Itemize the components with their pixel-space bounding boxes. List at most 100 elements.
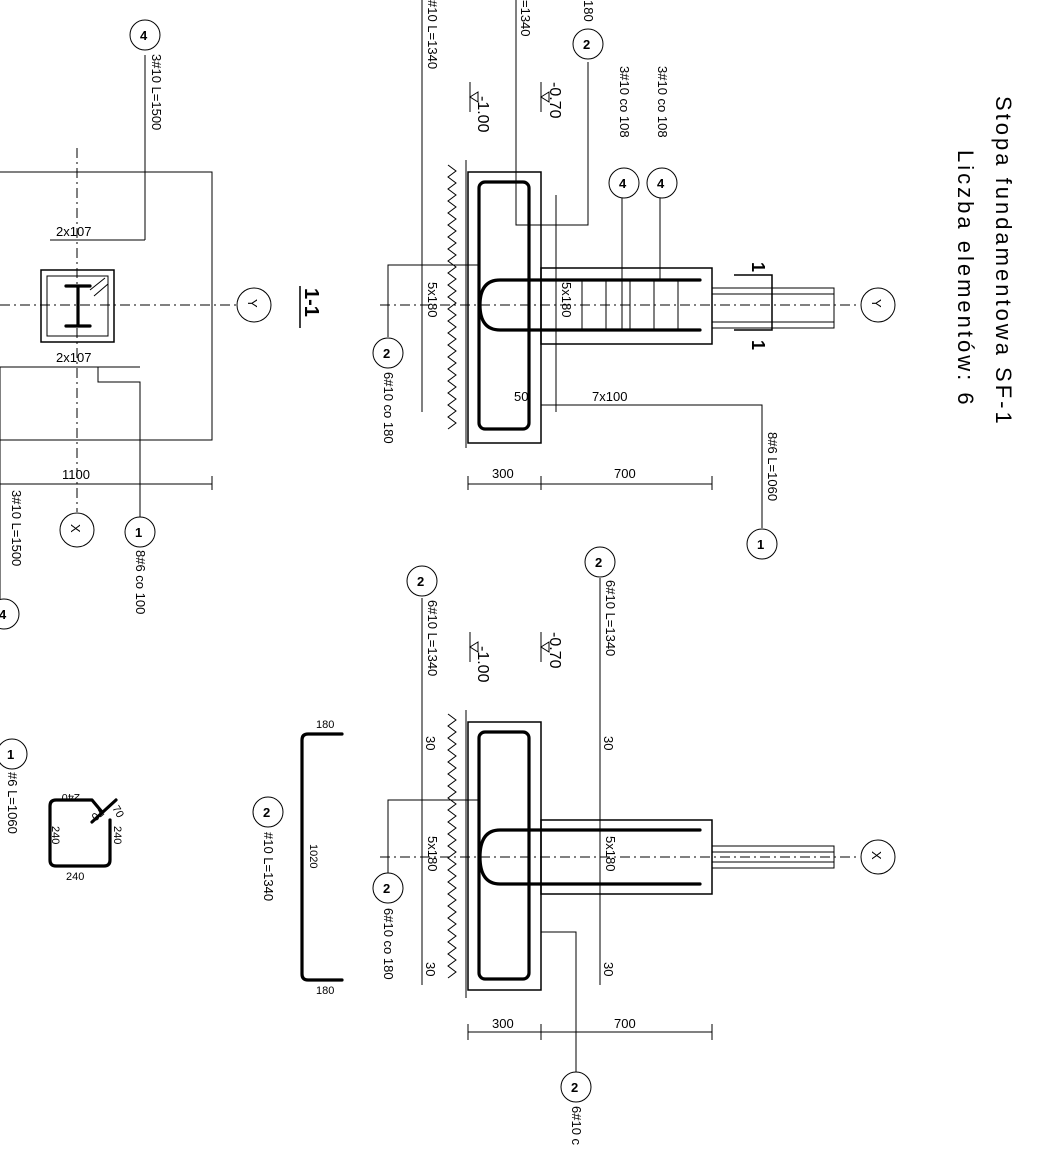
axis-x-bubble: X (59, 512, 95, 548)
leader-bar2d (541, 931, 577, 1072)
dim-30a: 30 (423, 736, 438, 750)
dim-2x107-bot: 2x107 (56, 350, 91, 365)
pedestal-section (540, 267, 713, 345)
bubble-bar1-section: 1 (746, 528, 778, 560)
bar2-bot-number: 2 (383, 346, 390, 361)
title-block: Stopa fundamentowa SF-1 Liczba elementów… (953, 96, 1016, 427)
section-cut-top: 1 (748, 262, 768, 272)
stirrup-dim-right: 240 (111, 826, 123, 844)
bubble-bar2-top: 2 (572, 28, 604, 60)
bar4-top-label: 3#10 L=1500 (149, 54, 164, 130)
steel-column-icon (64, 284, 92, 328)
dim-7x100: 7x100 (592, 389, 627, 404)
dim-50: 50 (514, 389, 528, 404)
bar4-bot-label: 3#10 L=1500 (9, 490, 24, 566)
level-bottom-text-x: -1.00 (474, 646, 491, 683)
bar4a-label: 3#10 co 108 (617, 66, 632, 138)
dim-700-x: 700 (614, 1016, 636, 1031)
pedestal-stirrups (581, 280, 679, 330)
dim-30d: 30 (601, 962, 616, 976)
axis-y-label-section: Y (869, 299, 884, 308)
bar2-top-number: 2 (583, 37, 590, 52)
dim-5x180-left: 5x180 (425, 282, 440, 317)
level-bottom-text: -1.00 (474, 96, 491, 133)
stirrup-dim-bottom: 240 (66, 871, 84, 883)
soil-hatch-x (447, 713, 457, 979)
pedestal-outline (40, 269, 115, 343)
bar4b-number: 4 (657, 176, 665, 191)
top-mid-label: =1340 (518, 0, 533, 37)
bar2c-number: 2 (383, 881, 390, 896)
bar1-plan-number: 1 (135, 525, 142, 540)
bar2d-label: 6#10 c (569, 1106, 584, 1146)
stirrup-hook-dim: 70 (89, 806, 106, 823)
dim-300-x: 300 (492, 1016, 514, 1031)
schedule-bar1-number: 1 (7, 747, 14, 762)
pedestal-inner (46, 275, 109, 337)
bar2a-label: 6#10 L=1340 (425, 600, 440, 676)
bar2c-label: 6#10 co 180 (381, 908, 396, 980)
schedule-bar1-label: #6 L=1060 (5, 772, 20, 834)
stirrup-hook (90, 798, 118, 824)
column-hook (89, 277, 109, 297)
footing-outline (0, 171, 213, 441)
bubble-bar4-bot: 4 (0, 598, 20, 630)
schedule-bar2-label: #10 L=1340 (261, 832, 276, 901)
axis-y-bubble: Y (236, 287, 272, 323)
stirrup-dim-left: 240 (49, 826, 61, 844)
section-label: 1-1 (300, 288, 322, 317)
leader-bar2c (387, 799, 480, 888)
level-marker-top: -0.70 (540, 82, 563, 119)
level-marker-bottom: -1.00 (469, 82, 491, 133)
bar2b-number: 2 (595, 555, 602, 570)
schedule-bar2-number: 2 (263, 805, 270, 820)
level-marker-top-x: -0.70 (540, 632, 563, 669)
bubble-bar4b: 4 (646, 167, 678, 199)
bar2-shape (300, 732, 344, 982)
title-line-1: Stopa fundamentowa SF-1 (991, 96, 1016, 427)
stirrup-dim-top: 240 (62, 791, 80, 803)
dim-30b: 30 (601, 736, 616, 750)
bar2-dim-bottom: 180 (316, 985, 334, 997)
bar-hook-pedestal (478, 278, 702, 332)
section-cut-arrow (734, 274, 773, 331)
dim-700: 700 (614, 466, 636, 481)
bubble-bar2c: 2 (372, 872, 404, 904)
dim-300: 300 (492, 466, 514, 481)
bar2a-number: 2 (417, 574, 424, 589)
axis-x-bubble-section: X (860, 839, 896, 875)
axis-x-label-section: X (869, 851, 884, 860)
dim-5x180-right: 5x180 (559, 282, 574, 317)
bubble-bar1-plan: 1 (124, 516, 156, 548)
top-right-label: 180 (581, 0, 596, 22)
soil-hatch (447, 164, 457, 430)
bar-hook-pedestal-x (478, 828, 702, 886)
axis-y-bubble-section: Y (860, 287, 896, 323)
section-x: -1.00 -0.70 2 6#10 L=1340 2 6#10 L=1340 … (372, 546, 896, 1146)
dim-30c: 30 (423, 962, 438, 976)
axis-x-label: X (68, 524, 83, 533)
leader-bar2-bot (387, 264, 480, 337)
bubble-bar2-bot: 2 (372, 337, 404, 369)
leader-bar4-bot (0, 366, 50, 600)
leader-bar2-top (515, 0, 589, 226)
bar4b-label: 3#10 co 108 (655, 66, 670, 138)
bar1-label-section: 8#6 L=1060 (765, 432, 780, 501)
dim-5x180-right-x: 5x180 (603, 836, 618, 871)
dim-5x180-left-x: 5x180 (425, 836, 440, 871)
section-cut-bot: 1 (748, 340, 768, 350)
dim-1100: 1100 (62, 467, 90, 482)
top-left-label: #10 L=1340 (425, 0, 440, 69)
bar2-dim-top: 180 (316, 719, 334, 731)
bubble-bar2d: 2 (560, 1071, 592, 1103)
bubble-bar2b: 2 (584, 546, 616, 578)
level-marker-bottom-x: -1.00 (469, 632, 491, 683)
bar1-section-number: 1 (757, 537, 764, 552)
dim-line-7x100 (541, 404, 763, 528)
bar2-dim-mid: 1020 (307, 844, 319, 868)
bubble-bar4-top: 4 (129, 19, 161, 51)
plan-view: 2x107 2x107 1100 4 3#10 L=1500 Y X 1 8#6… (0, 19, 322, 630)
bar2d-number: 2 (571, 1080, 578, 1095)
bubble-bar4a: 4 (608, 167, 640, 199)
